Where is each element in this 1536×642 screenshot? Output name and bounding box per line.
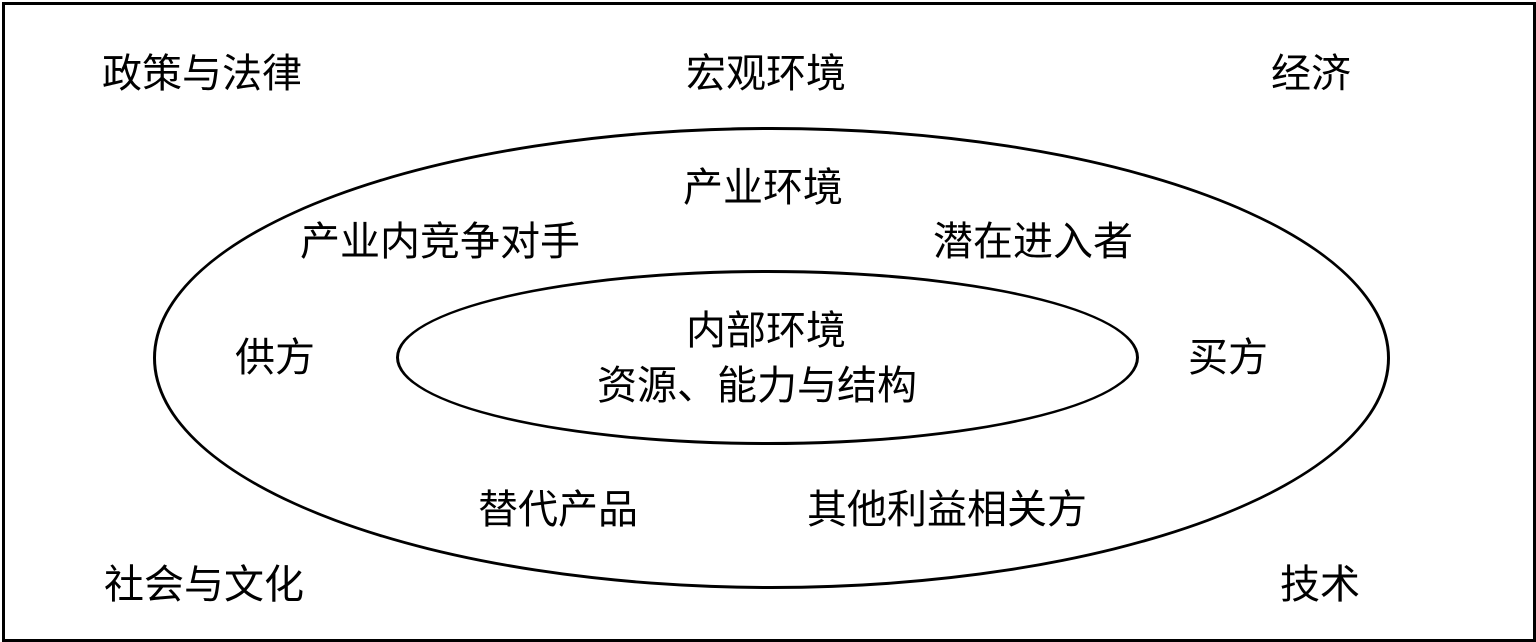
internal-environment-ellipse [396,270,1139,445]
industry-substitutes-label: 替代产品 [478,487,638,533]
internal-environment-title: 内部环境 [686,308,846,354]
industry-environment-ellipse [153,127,1390,589]
macro-technology-label: 技术 [1280,562,1360,608]
industry-competitors-label: 产业内竞争对手 [300,219,580,265]
macro-economy-label: 经济 [1271,51,1351,97]
industry-environment-title: 产业环境 [683,165,843,211]
macro-policy-law-label: 政策与法律 [102,51,302,97]
macro-environment-title: 宏观环境 [686,51,846,97]
industry-suppliers-label: 供方 [235,335,315,381]
internal-resources-label: 资源、能力与结构 [597,363,917,409]
industry-buyers-label: 买方 [1188,335,1268,381]
macro-society-culture-label: 社会与文化 [104,562,304,608]
industry-stakeholders-label: 其他利益相关方 [807,487,1087,533]
industry-new-entrants-label: 潜在进入者 [933,219,1133,265]
